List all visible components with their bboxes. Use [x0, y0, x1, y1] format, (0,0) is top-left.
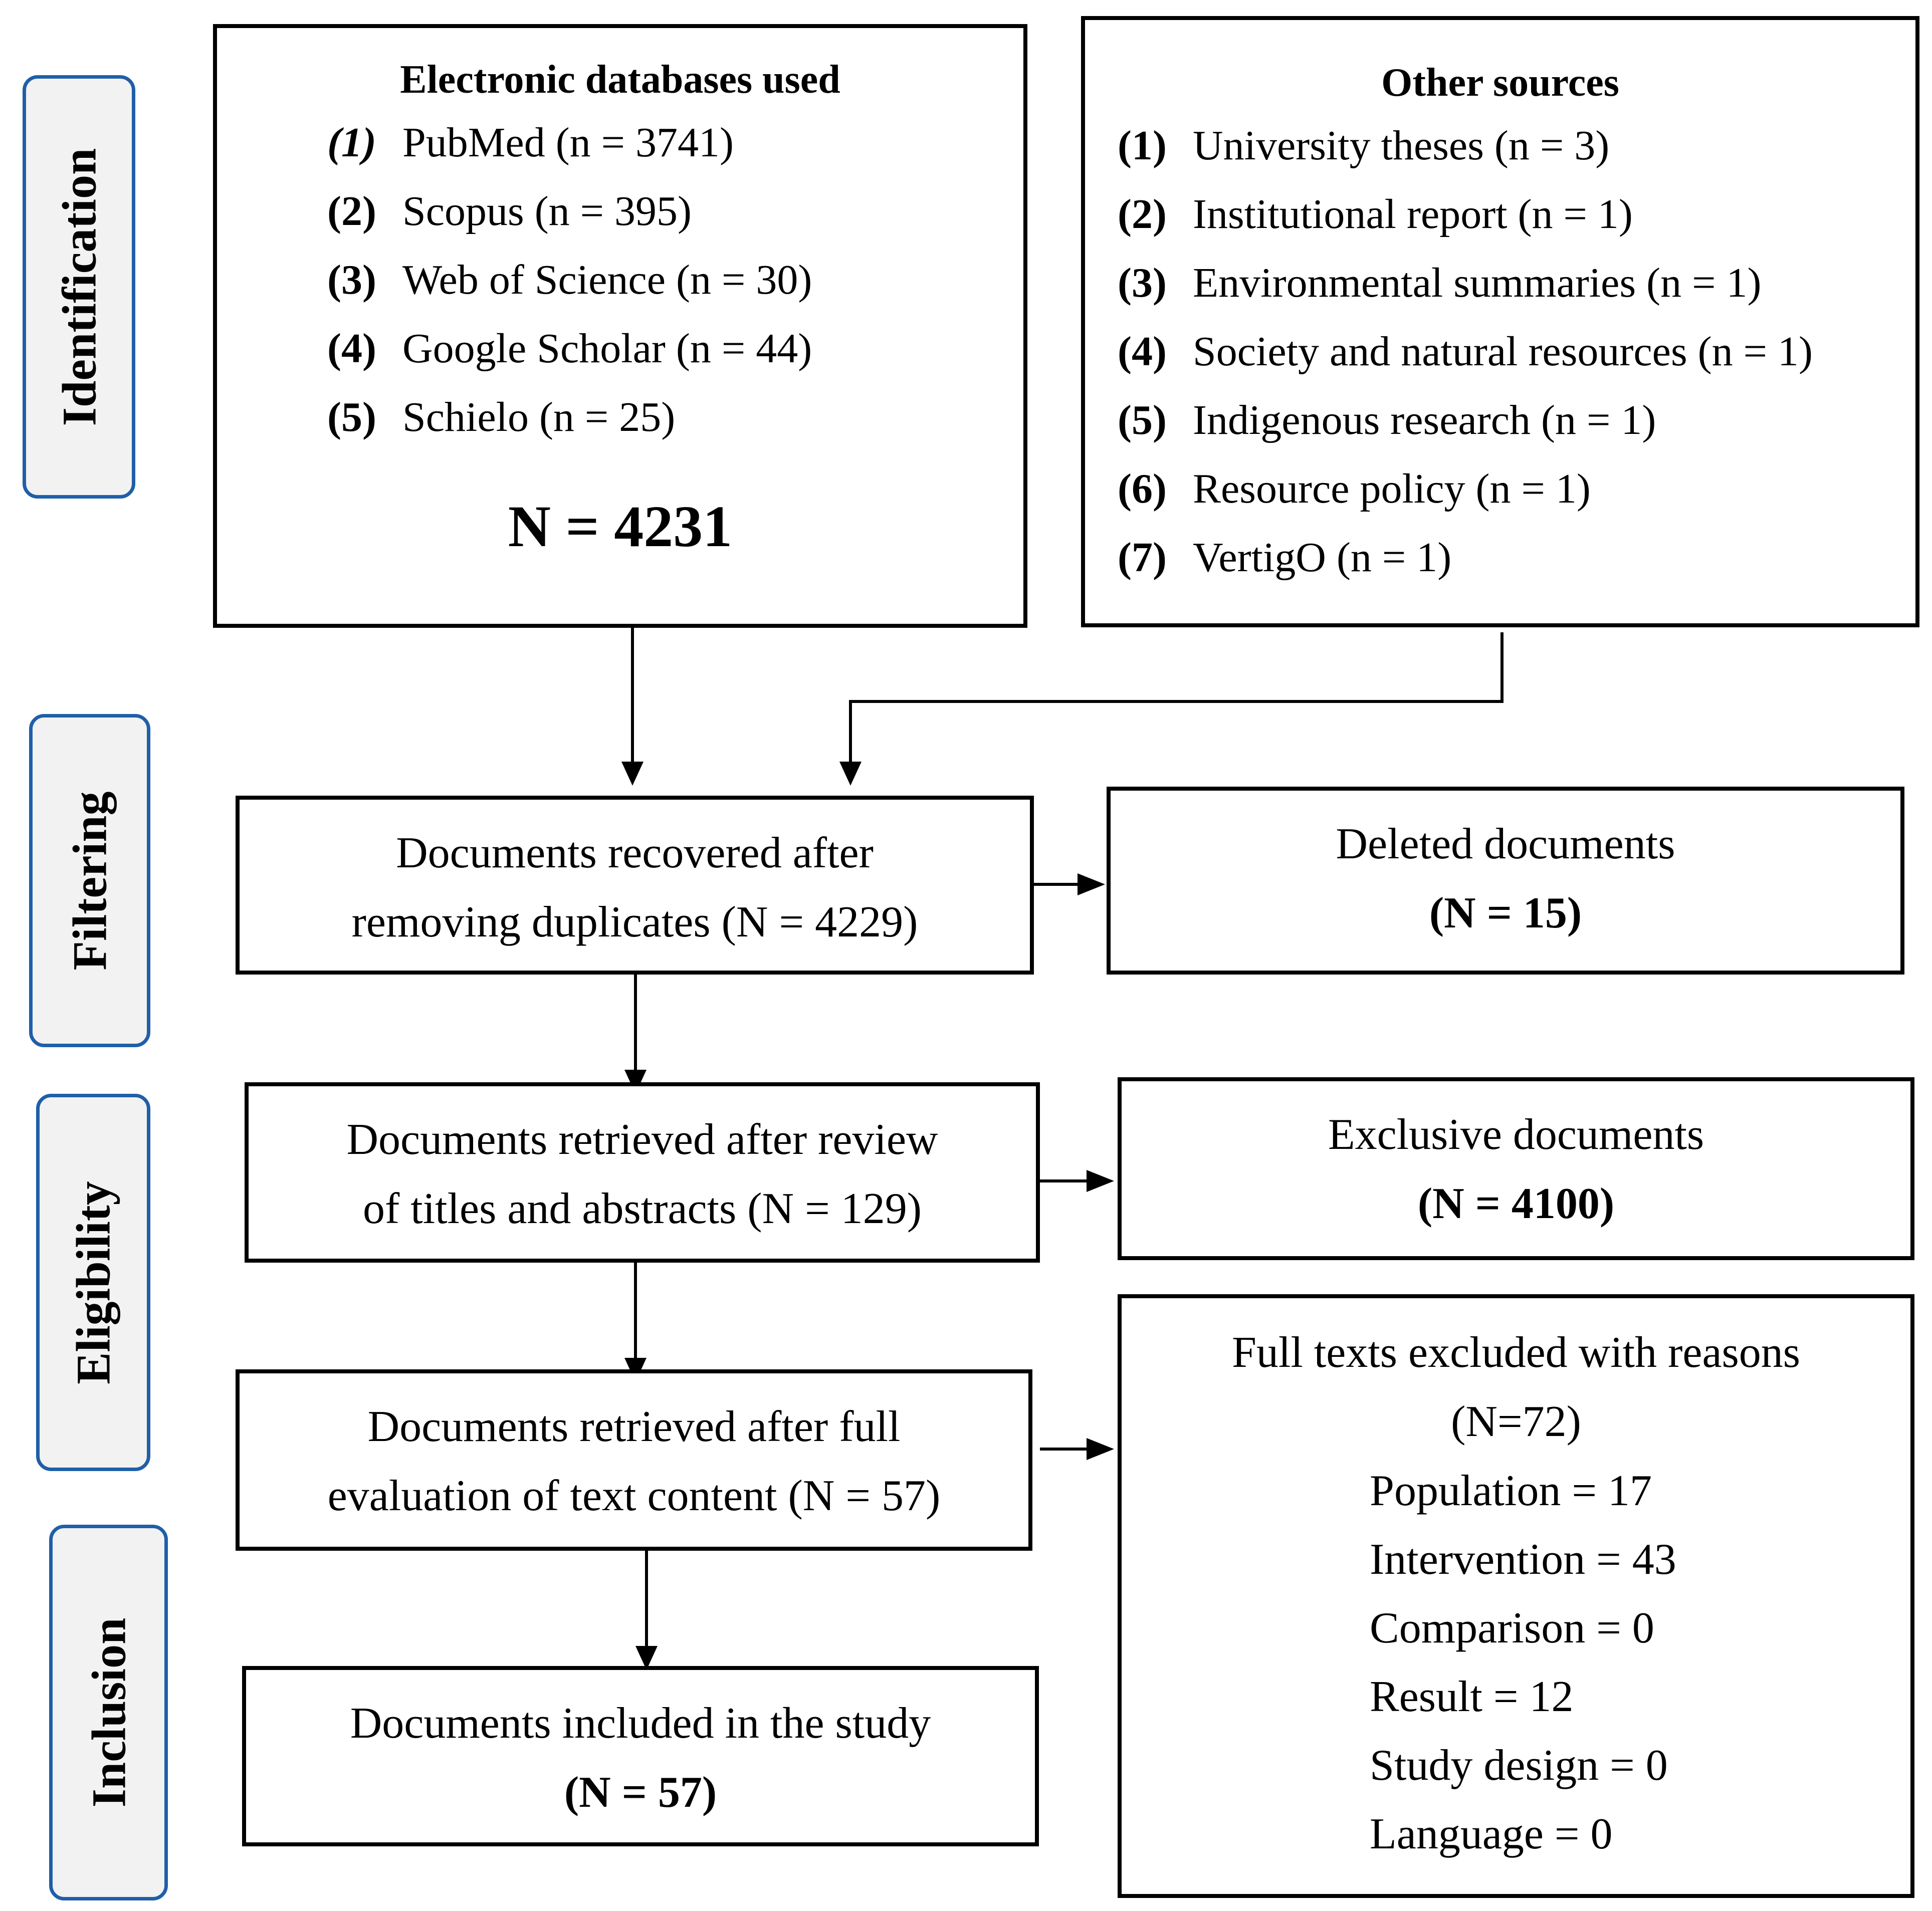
- list-text: PubMed (n = 3741): [402, 119, 734, 166]
- list-text: Resource policy (n = 1): [1193, 465, 1591, 512]
- list-item: Language = 0: [1370, 1810, 1613, 1858]
- list-number: (3): [327, 257, 376, 303]
- included-box: Documents included in the study (N = 57): [242, 1666, 1039, 1846]
- retrieved-titles-box: Documents retrieved after review of titl…: [245, 1082, 1040, 1263]
- list-text: Scopus (n = 395): [402, 188, 692, 234]
- included-count: (N = 57): [564, 1768, 717, 1817]
- list-item: (3) Web of Science (n = 30): [327, 246, 812, 314]
- list-item: (3) Environmental summaries (n = 1): [1118, 249, 1813, 317]
- list-number: (1): [327, 119, 376, 166]
- list-item: Comparison = 0: [1370, 1604, 1654, 1652]
- list-number: (4): [1118, 328, 1167, 375]
- other-sources-title: Other sources: [1381, 61, 1619, 105]
- arrowhead: [1087, 1170, 1114, 1192]
- list-item: Intervention = 43: [1370, 1535, 1676, 1584]
- list-text: Institutional report (n = 1): [1193, 191, 1633, 237]
- list-text: University theses (n = 3): [1193, 122, 1610, 169]
- stage-eligibility-label: Eligibility: [66, 1180, 120, 1384]
- stage-identification: Identification: [23, 75, 135, 499]
- list-text: Society and natural resources (n = 1): [1193, 328, 1813, 375]
- arrowhead: [624, 1070, 647, 1094]
- excluded-reasons-list: Population = 17 Intervention = 43 Compar…: [1370, 1457, 1676, 1868]
- list-number: (7): [1118, 534, 1167, 581]
- list-item: (4) Society and natural resources (n = 1): [1118, 317, 1813, 386]
- list-number: (4): [327, 325, 376, 372]
- recovered-box: Documents recovered after removing dupli…: [236, 796, 1034, 975]
- arrowhead: [621, 762, 643, 786]
- list-number: (1): [1118, 122, 1167, 169]
- list-number: (5): [1118, 397, 1167, 443]
- list-text: Indigenous research (n = 1): [1193, 397, 1656, 443]
- included-line1: Documents included in the study: [350, 1699, 931, 1748]
- list-item: (6) Resource policy (n = 1): [1118, 454, 1813, 523]
- stage-filtering-label: Filtering: [63, 791, 117, 971]
- list-item: (1) University theses (n = 3): [1118, 111, 1813, 180]
- retrieved-full-line1: Documents retrieved after full: [367, 1402, 901, 1451]
- retrieved-titles-line2: of titles and abstracts (N = 129): [362, 1184, 922, 1233]
- arrow-other-sources-to-recovered: [849, 632, 1504, 762]
- stage-identification-label: Identification: [52, 148, 106, 426]
- excluded-line1: Full texts excluded with reasons: [1231, 1328, 1801, 1377]
- recovered-line1: Documents recovered after: [396, 829, 874, 877]
- list-number: (3): [1118, 260, 1167, 306]
- recovered-line2: removing duplicates (N = 4229): [351, 898, 918, 946]
- list-item: Result = 12: [1370, 1673, 1574, 1721]
- other-sources-box: Other sources (1) University theses (n = …: [1081, 16, 1919, 627]
- exclusive-box: Exclusive documents (N = 4100): [1118, 1077, 1914, 1260]
- arrowhead: [635, 1646, 658, 1670]
- retrieved-full-line2: evaluation of text content (N = 57): [327, 1472, 941, 1520]
- list-item: (4) Google Scholar (n = 44): [327, 314, 812, 383]
- list-item: (2) Scopus (n = 395): [327, 177, 812, 246]
- arrowhead: [839, 762, 862, 786]
- stage-inclusion: Inclusion: [49, 1525, 168, 1900]
- list-number: (5): [327, 394, 376, 440]
- list-item: (1) PubMed (n = 3741): [327, 108, 812, 177]
- list-text: Environmental summaries (n = 1): [1193, 260, 1762, 306]
- stage-eligibility: Eligibility: [36, 1094, 150, 1471]
- deleted-line1: Deleted documents: [1336, 820, 1675, 868]
- retrieved-full-box: Documents retrieved after full evaluatio…: [236, 1369, 1032, 1551]
- arrowhead: [1078, 873, 1105, 895]
- arrowhead: [1087, 1438, 1114, 1460]
- list-text: Web of Science (n = 30): [402, 257, 812, 303]
- list-item: (2) Institutional report (n = 1): [1118, 180, 1813, 249]
- stage-filtering: Filtering: [29, 714, 150, 1047]
- databases-title: Electronic databases used: [400, 58, 840, 102]
- list-number: (2): [327, 188, 376, 234]
- list-number: (6): [1118, 465, 1167, 512]
- list-text: VertigO (n = 1): [1193, 534, 1452, 581]
- exclusive-line1: Exclusive documents: [1328, 1110, 1704, 1159]
- retrieved-titles-line1: Documents retrieved after review: [346, 1115, 938, 1164]
- list-text: Schielo (n = 25): [402, 394, 676, 440]
- excluded-box: Full texts excluded with reasons (N=72) …: [1118, 1294, 1914, 1898]
- databases-list: (1) PubMed (n = 3741) (2) Scopus (n = 395)…: [327, 108, 812, 451]
- deleted-box: Deleted documents (N = 15): [1107, 787, 1904, 975]
- list-item: (5) Schielo (n = 25): [327, 383, 812, 451]
- list-item: (5) Indigenous research (n = 1): [1118, 386, 1813, 454]
- list-number: (2): [1118, 191, 1167, 237]
- list-item: Population = 17: [1370, 1467, 1652, 1515]
- excluded-line2: (N=72): [1451, 1397, 1581, 1446]
- exclusive-count: (N = 4100): [1417, 1179, 1615, 1228]
- list-item: Study design = 0: [1370, 1741, 1668, 1790]
- list-item: (7) VertigO (n = 1): [1118, 523, 1813, 592]
- other-sources-list: (1) University theses (n = 3) (2) Institut…: [1118, 111, 1813, 592]
- databases-box: Electronic databases used (1) PubMed (n =…: [213, 24, 1027, 628]
- databases-total: N = 4231: [508, 494, 733, 559]
- stage-inclusion-label: Inclusion: [82, 1617, 135, 1808]
- deleted-count: (N = 15): [1429, 889, 1582, 937]
- list-text: Google Scholar (n = 44): [402, 325, 812, 372]
